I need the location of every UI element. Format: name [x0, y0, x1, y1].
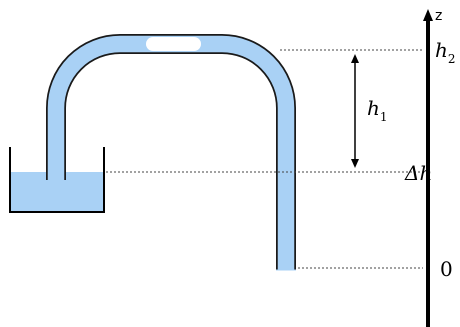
siphon-tube-outline — [46, 34, 296, 270]
reservoir-walls — [9, 147, 105, 213]
siphon-tube-liquid — [47, 35, 295, 270]
z-axis-arrow-head — [423, 9, 433, 21]
air-bubble — [146, 37, 201, 51]
label-h1-sub: 1 — [380, 110, 388, 124]
label-h2-base: h — [435, 38, 448, 62]
z-axis-label: z — [435, 8, 442, 24]
label-delta-h: Δh — [404, 161, 432, 185]
label-h1-base: h — [367, 96, 380, 120]
label-h2: h2 — [435, 38, 456, 66]
h1-arrow-head-down — [351, 159, 359, 168]
h1-arrow-head-up — [351, 54, 359, 63]
label-zero: 0 — [440, 257, 453, 281]
label-h2-sub: 2 — [448, 52, 456, 66]
label-h1: h1 — [367, 96, 388, 124]
